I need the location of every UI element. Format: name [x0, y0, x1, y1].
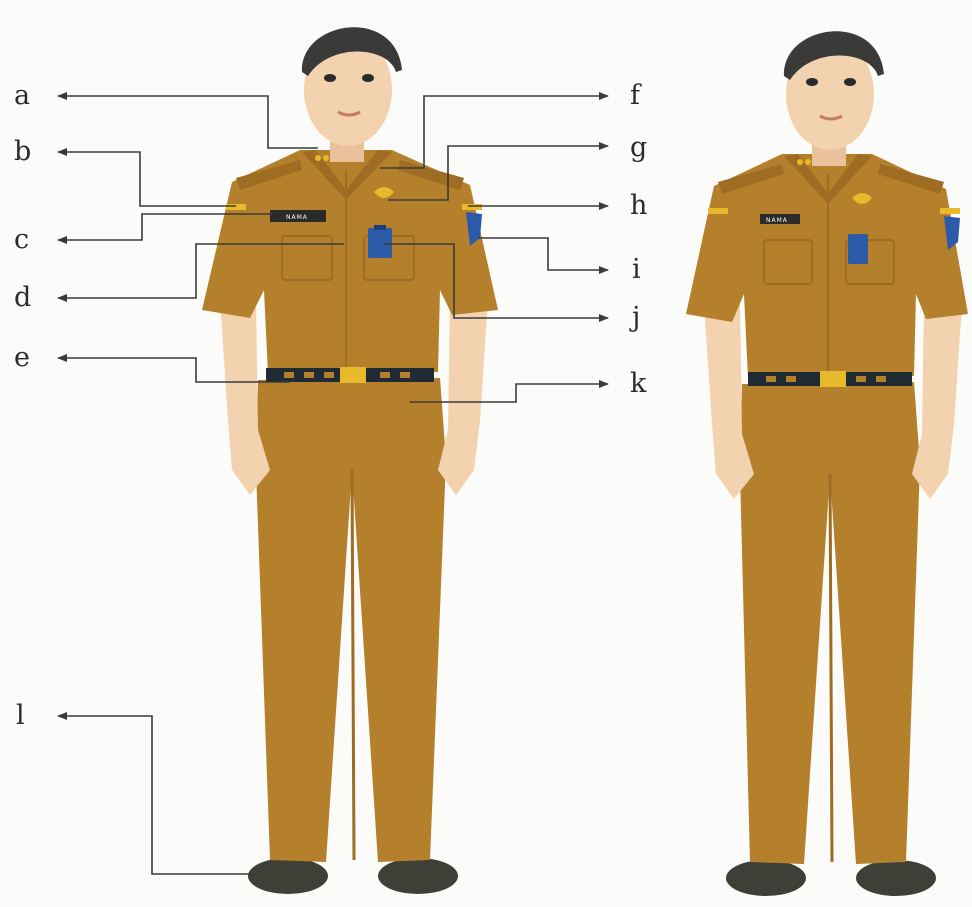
left-figure-shoe-right [378, 858, 458, 894]
right-figure-pocket-badge [848, 234, 868, 264]
left-figure-name-tag-text: NAMA [286, 214, 308, 221]
figure-left: NAMA [202, 27, 498, 894]
leader-f [380, 96, 608, 168]
figure-right: NAMA [686, 31, 968, 896]
label-d: d [14, 284, 31, 311]
leader-b [58, 152, 236, 206]
left-figure-sleeve-stripe [226, 204, 246, 210]
label-l: l [16, 702, 25, 729]
label-h: h [630, 192, 647, 219]
leader-a [58, 96, 318, 148]
left-figure-shoe-left [248, 858, 328, 894]
left-figure-pocket-badge [368, 228, 392, 258]
leader-l [58, 716, 254, 874]
label-i: i [632, 256, 641, 283]
label-f: f [630, 82, 640, 109]
right-figure-name-tag-text: NAMA [766, 217, 788, 224]
leader-i [478, 238, 608, 270]
label-b: b [14, 138, 31, 165]
left-figure-trousers [256, 378, 446, 862]
label-k: k [630, 370, 646, 397]
label-a: a [14, 82, 30, 109]
label-j: j [632, 304, 640, 331]
label-g: g [630, 134, 647, 161]
label-e: e [14, 344, 30, 371]
label-c: c [14, 226, 29, 253]
left-figure-belt-buckle [340, 367, 366, 383]
left-figure-arm-right [438, 300, 488, 495]
